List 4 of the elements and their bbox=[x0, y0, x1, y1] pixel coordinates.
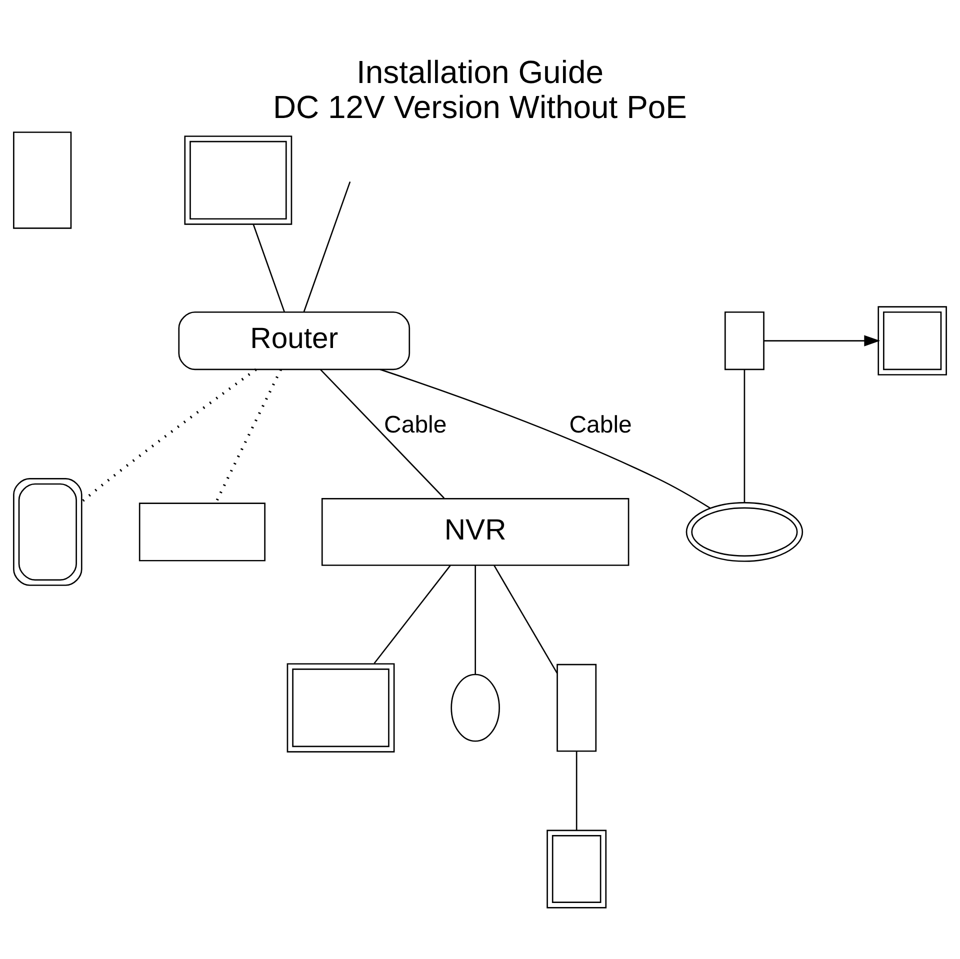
edge-label: Cable bbox=[569, 411, 632, 438]
caption: DC 12V Version Without PoE bbox=[272, 88, 688, 124]
diagram-title: Installation Guide bbox=[356, 54, 604, 90]
edge-label: Cable bbox=[384, 411, 447, 438]
